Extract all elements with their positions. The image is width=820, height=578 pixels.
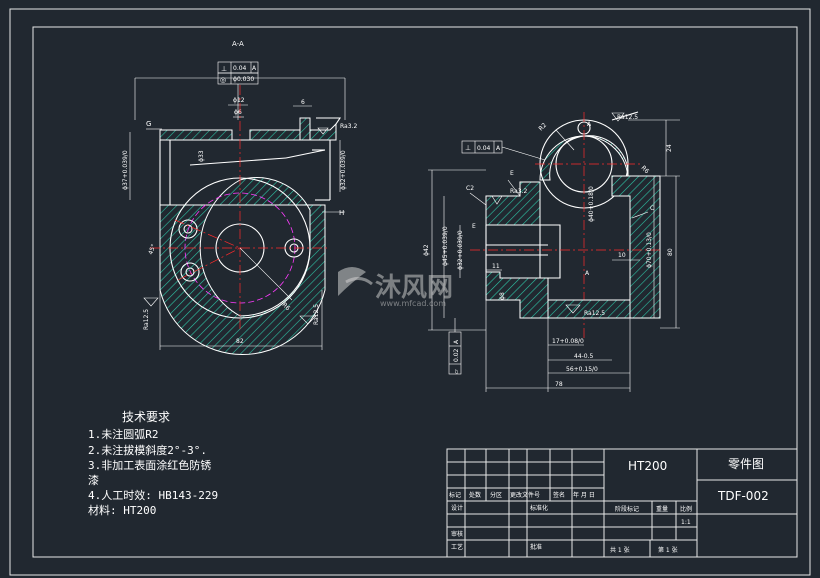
watermark-logo: 沐风网 www.mfcad.com — [338, 267, 453, 308]
side-view: ⊥ 0.04 A R2 Ra12.5 A 24 R6 — [423, 111, 680, 392]
svg-text:Ra12.5: Ra12.5 — [584, 310, 605, 317]
svg-text:标记: 标记 — [449, 491, 461, 499]
svg-text:设计: 设计 — [451, 504, 463, 512]
svg-text:C2: C2 — [466, 185, 474, 192]
svg-text:◎: ◎ — [220, 76, 226, 84]
drawing-name: 零件图 — [728, 457, 764, 471]
section-view-a-a: A-A ⊥ 0.04 A ◎ ϕ0.030 ϕ12 ϕ6 6 G — [122, 40, 357, 356]
svg-text:标准化: 标准化 — [530, 504, 548, 512]
svg-text:▱: ▱ — [453, 369, 460, 374]
svg-text:A: A — [587, 121, 592, 128]
note-line-6: 材料: HT200 — [88, 503, 156, 517]
note-line-2: 2.未注拔模斜度2°-3°. — [88, 443, 207, 457]
svg-text:ϕ42: ϕ42 — [423, 244, 430, 256]
svg-text:ϕ70+0.13/0: ϕ70+0.13/0 — [646, 232, 653, 268]
svg-text:ϕ40+0.18/0: ϕ40+0.18/0 — [588, 186, 595, 222]
svg-text:R6: R6 — [640, 164, 651, 175]
tolerance-frame-position: ◎ ϕ0.030 — [217, 72, 259, 85]
svg-text:ϕ0.030: ϕ0.030 — [233, 76, 254, 83]
svg-text:共 1 张: 共 1 张 — [610, 546, 630, 554]
svg-text:ϕ32+0.039/0: ϕ32+0.039/0 — [457, 230, 464, 270]
svg-text:44-0.5: 44-0.5 — [574, 353, 594, 360]
svg-text:E: E — [510, 170, 514, 177]
svg-text:ϕ8: ϕ8 — [499, 292, 506, 300]
svg-text:更改文件号: 更改文件号 — [510, 491, 540, 499]
svg-text:A: A — [252, 65, 257, 72]
title-block: 标记 处数 分区 更改文件号 签名 年 月 日 设计 标准化 审核 工艺 批准 … — [446, 448, 798, 558]
svg-text:⊥: ⊥ — [221, 65, 227, 73]
svg-text:处数: 处数 — [469, 491, 481, 499]
svg-text:签名: 签名 — [553, 491, 565, 499]
note-line-5: 4.人工时效: HB143-229 — [88, 488, 218, 502]
svg-text:E: E — [472, 223, 476, 230]
note-line-3: 3.非加工表面涂红色防锈 — [88, 458, 211, 472]
note-line-4: 漆 — [88, 474, 99, 487]
svg-text:0.02: 0.02 — [453, 348, 460, 362]
svg-text:82: 82 — [236, 338, 244, 345]
svg-text:Ra12.5: Ra12.5 — [313, 304, 320, 325]
svg-text:G: G — [146, 120, 151, 128]
svg-text:H: H — [339, 209, 344, 217]
svg-text:www.mfcad.com: www.mfcad.com — [380, 299, 446, 308]
svg-text:A: A — [585, 270, 590, 277]
svg-text:审核: 审核 — [451, 530, 463, 538]
svg-text:R6: R6 — [281, 301, 292, 312]
svg-text:45°: 45° — [147, 243, 157, 255]
svg-text:11: 11 — [492, 263, 500, 270]
note-line-1: 1.未注圆弧R2 — [88, 427, 159, 441]
svg-text:ϕ12: ϕ12 — [233, 97, 245, 104]
tolerance-frame-right: ⊥ 0.04 A — [461, 140, 503, 154]
svg-text:阶段标记: 阶段标记 — [615, 505, 639, 513]
svg-text:0.04: 0.04 — [233, 65, 247, 72]
svg-text:年 月 日: 年 月 日 — [573, 491, 595, 499]
svg-text:ϕ37+0.039/0: ϕ37+0.039/0 — [122, 150, 129, 190]
svg-text:⊥: ⊥ — [465, 144, 471, 152]
svg-text:第 1 张: 第 1 张 — [658, 546, 678, 554]
svg-text:6: 6 — [301, 99, 305, 106]
material-cell: HT200 — [628, 459, 667, 473]
svg-text:17+0.08/0: 17+0.08/0 — [552, 338, 584, 345]
tolerance-frame-flatness: ▱ 0.02 A — [448, 331, 462, 375]
tolerance-frame-perpendicular: ⊥ 0.04 A — [217, 61, 259, 74]
svg-text:56+0.15/0: 56+0.15/0 — [566, 366, 598, 373]
svg-text:80: 80 — [667, 248, 674, 256]
svg-text:R2: R2 — [537, 122, 548, 133]
svg-text:批准: 批准 — [530, 543, 542, 551]
svg-text:0.04: 0.04 — [477, 145, 491, 152]
notes-title: 技术要求 — [122, 410, 170, 424]
svg-text:A: A — [496, 145, 501, 152]
svg-text:10: 10 — [618, 252, 626, 259]
svg-text:重量: 重量 — [656, 505, 668, 513]
svg-text:Ra3.2: Ra3.2 — [340, 123, 357, 130]
svg-text:ϕ45+0.039/0: ϕ45+0.039/0 — [442, 226, 449, 266]
svg-text:分区: 分区 — [490, 491, 502, 499]
inner-border — [32, 26, 798, 558]
section-label: A-A — [232, 40, 244, 48]
svg-text:沐风网: 沐风网 — [375, 273, 453, 303]
svg-text:Ra12.5: Ra12.5 — [143, 309, 150, 330]
drawing-code: TDF-002 — [717, 489, 769, 503]
svg-text:ϕ32+0.039/0: ϕ32+0.039/0 — [340, 150, 347, 190]
svg-text:C: C — [650, 205, 654, 212]
outer-border — [9, 8, 811, 576]
svg-text:1:1: 1:1 — [681, 519, 691, 526]
technical-requirements: 技术要求 1.未注圆弧R2 2.未注拔模斜度2°-3°. 3.非加工表面涂红色防… — [88, 410, 218, 517]
svg-text:比例: 比例 — [680, 505, 692, 513]
svg-text:Ra12.5: Ra12.5 — [617, 114, 638, 121]
svg-text:ϕ6: ϕ6 — [234, 109, 242, 116]
svg-text:工艺: 工艺 — [451, 543, 463, 551]
svg-text:A: A — [453, 339, 460, 344]
svg-text:78: 78 — [555, 381, 563, 388]
svg-text:ϕ33: ϕ33 — [198, 150, 205, 162]
svg-text:Ra3.2: Ra3.2 — [510, 188, 527, 195]
flange-wall-section — [159, 177, 326, 356]
svg-text:24: 24 — [666, 144, 673, 152]
